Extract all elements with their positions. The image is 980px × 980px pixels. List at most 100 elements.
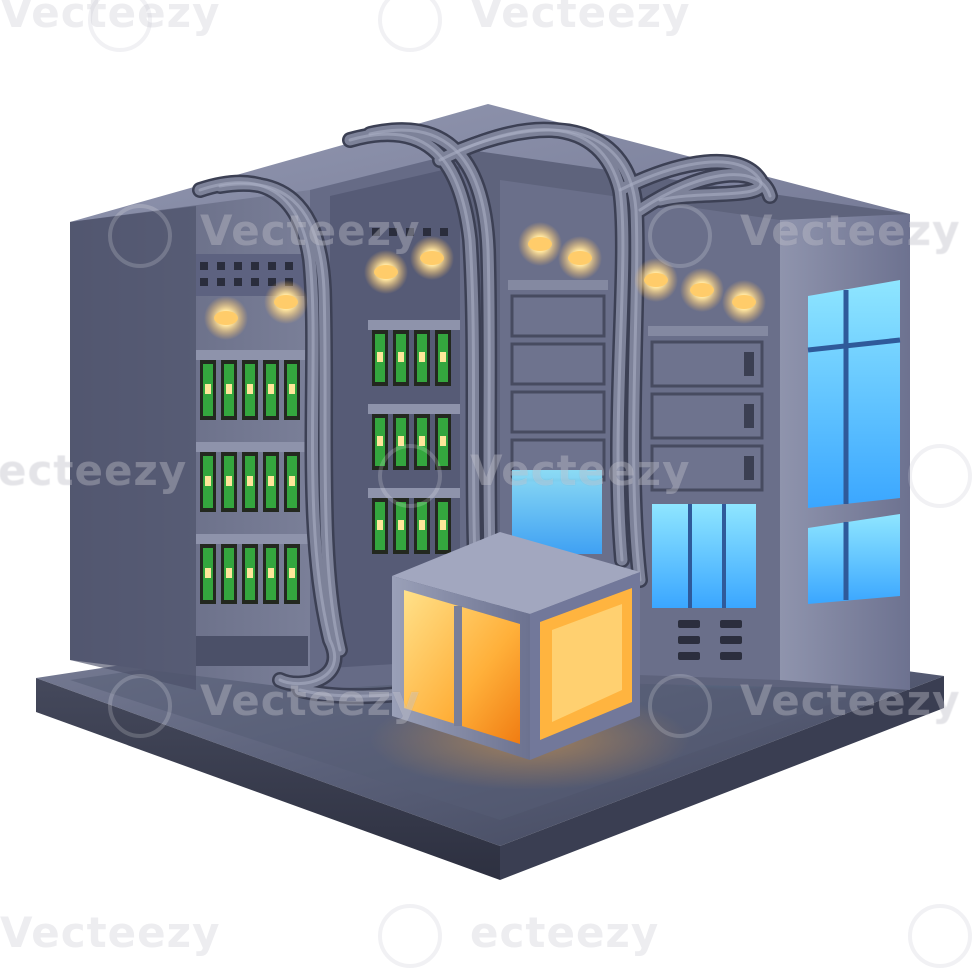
vent-dot	[389, 228, 397, 236]
led-bulb	[420, 251, 444, 265]
drive-led	[268, 568, 274, 578]
drive-led	[398, 520, 404, 530]
vent-dot	[200, 262, 208, 270]
drive-led	[440, 436, 446, 446]
drive-led	[289, 384, 295, 394]
port	[720, 636, 742, 644]
drive-led	[440, 352, 446, 362]
left-rack	[70, 190, 310, 690]
cable-highlight	[638, 173, 772, 212]
drive-led	[205, 384, 211, 394]
cable-highlight	[348, 132, 482, 642]
watermark-logo-icon	[108, 674, 172, 738]
drive-shelf	[196, 350, 310, 360]
drive-led	[226, 384, 232, 394]
drive-shelf	[368, 320, 460, 330]
drive-led	[268, 384, 274, 394]
cable-highlight	[218, 182, 342, 652]
drive-shelf	[368, 404, 460, 414]
watermark-logo-icon	[648, 204, 712, 268]
vent-dot	[251, 278, 259, 286]
port	[678, 636, 700, 644]
led-bulb	[274, 295, 298, 309]
drive-led	[289, 476, 295, 486]
port	[678, 620, 700, 628]
blue-light-panels	[512, 280, 901, 608]
panel-slot	[650, 444, 764, 492]
led-bulb	[214, 311, 238, 325]
panel-slot	[510, 342, 606, 386]
vent-dot	[234, 278, 242, 286]
middle-rack-drive-bays	[368, 320, 460, 554]
drive-shelf	[196, 442, 310, 452]
middle-rack-vent-dots	[372, 228, 448, 236]
vent-dot	[251, 262, 259, 270]
amber-leds	[204, 222, 766, 340]
port	[720, 620, 742, 628]
vent-dot	[423, 228, 431, 236]
panel-handle	[744, 456, 754, 480]
drive-led	[226, 568, 232, 578]
panel-handle	[744, 352, 754, 376]
drive-led	[247, 568, 253, 578]
watermark-logo-icon	[908, 904, 972, 968]
watermark-logo-icon	[648, 674, 712, 738]
cable-bundle	[192, 121, 778, 705]
drive-led	[377, 520, 383, 530]
cable-highlight	[458, 128, 642, 582]
watermark-logo-icon	[378, 0, 442, 52]
vent-dot	[217, 278, 225, 286]
drive-led	[205, 476, 211, 486]
led-bulb	[374, 265, 398, 279]
drive-led	[268, 476, 274, 486]
panel-slot	[650, 392, 764, 440]
left-rack-drive-bays	[196, 350, 310, 604]
middle-rack	[310, 150, 470, 690]
vent-dot	[200, 278, 208, 286]
led-bulb	[528, 237, 552, 251]
watermark-logo-icon	[108, 204, 172, 268]
vent-dot	[440, 228, 448, 236]
drive-shelf	[196, 534, 310, 544]
vent-dot	[268, 262, 276, 270]
port	[678, 652, 700, 660]
drive-led	[377, 436, 383, 446]
port	[720, 652, 742, 660]
led-bulb	[690, 283, 714, 297]
led-bulb	[644, 273, 668, 287]
port-grid	[678, 620, 742, 660]
glowing-cube	[392, 532, 640, 760]
drive-led	[205, 568, 211, 578]
vent-dot	[234, 262, 242, 270]
drive-led	[440, 520, 446, 530]
drive-led	[289, 568, 295, 578]
panel-slot	[650, 340, 764, 388]
watermark-logo-icon	[378, 444, 442, 508]
drive-led	[419, 436, 425, 446]
cable-highlight	[198, 181, 337, 686]
watermark-logo-icon	[378, 904, 442, 968]
vent-dot	[217, 262, 225, 270]
drive-led	[247, 476, 253, 486]
panel-rail	[648, 326, 768, 336]
watermark-logo-icon	[908, 444, 972, 508]
drive-led	[377, 352, 383, 362]
panel-handle	[744, 404, 754, 428]
drive-led	[419, 520, 425, 530]
watermark-marks	[88, 0, 972, 968]
drive-led	[247, 384, 253, 394]
vent-dot	[268, 278, 276, 286]
watermark-logo-icon	[88, 0, 152, 52]
drive-led	[398, 352, 404, 362]
vent-dot	[406, 228, 414, 236]
panel-slot	[510, 390, 606, 434]
drive-led	[419, 352, 425, 362]
drive-shelf	[368, 488, 460, 498]
vent-dot	[372, 228, 380, 236]
led-bulb	[732, 295, 756, 309]
panel-slot	[510, 294, 606, 338]
panel-rail	[508, 280, 608, 290]
drive-led	[398, 436, 404, 446]
vent-dot	[285, 262, 293, 270]
